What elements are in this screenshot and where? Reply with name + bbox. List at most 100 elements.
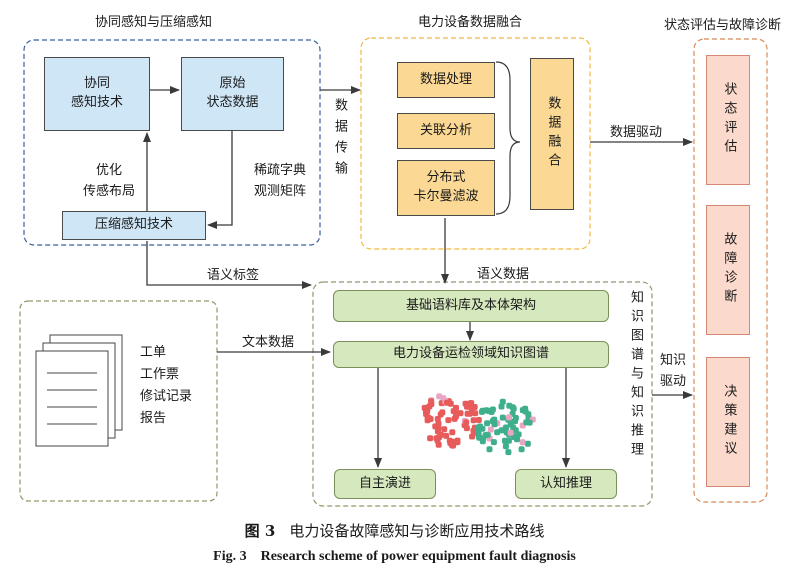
arrow-semantic-tag bbox=[146, 241, 312, 289]
graph-node bbox=[463, 419, 470, 426]
graph-node bbox=[518, 446, 525, 453]
graph-node bbox=[434, 416, 441, 422]
decision-advice-box: 决策建议 bbox=[706, 357, 750, 487]
sensing-group-title: 协同感知与压缩感知 bbox=[95, 15, 213, 30]
graph-node bbox=[507, 421, 514, 428]
data-driven-label: 数据驱动 bbox=[610, 125, 663, 140]
graph-node bbox=[498, 427, 505, 434]
graph-node bbox=[449, 438, 456, 445]
graph-node bbox=[471, 404, 478, 410]
graph-node bbox=[491, 421, 498, 428]
graph-node bbox=[524, 440, 531, 447]
document-item: 报告 bbox=[140, 411, 167, 426]
graph-node bbox=[437, 431, 444, 438]
collab-sensing-box: 协同 感知技术 bbox=[44, 57, 150, 131]
figure-number-en: Fig. 3 bbox=[213, 549, 247, 564]
document-item: 工作票 bbox=[140, 367, 180, 382]
knowledge-driven-label: 知识 驱动 bbox=[660, 353, 687, 389]
document-item: 工单 bbox=[140, 345, 167, 360]
text-data-label: 文本数据 bbox=[242, 335, 295, 350]
graph-node bbox=[449, 429, 456, 436]
data-processing-box: 数据处理 bbox=[397, 62, 495, 98]
graph-node bbox=[469, 433, 476, 440]
graph-node bbox=[435, 441, 442, 448]
sparse-matrix-label: 稀疏字典 观测矩阵 bbox=[253, 163, 306, 199]
knowledge-graph-network-image bbox=[421, 393, 536, 456]
graph-node bbox=[424, 414, 431, 421]
graph-node bbox=[491, 416, 498, 423]
figure-caption-cn: 图 3 电力设备故障感知与诊断应用技术路线 bbox=[0, 520, 789, 541]
knowledge-graph-box: 电力设备运检领域知识图谱 bbox=[333, 341, 609, 368]
corpus-ontology-box: 基础语料库及本体架构 bbox=[333, 290, 609, 322]
graph-node bbox=[454, 439, 461, 445]
graph-node bbox=[426, 403, 433, 410]
graph-node bbox=[503, 424, 509, 431]
graph-node bbox=[424, 408, 431, 415]
graph-node bbox=[498, 403, 505, 410]
graph-node bbox=[451, 415, 458, 422]
graph-node bbox=[519, 439, 526, 446]
fault-diagnosis-box: 故障诊断 bbox=[706, 205, 750, 335]
cognitive-reasoning-box: 认知推理 bbox=[515, 469, 617, 499]
graph-node bbox=[470, 417, 477, 424]
graph-node bbox=[505, 449, 512, 456]
documents-group-frame bbox=[19, 300, 218, 502]
graph-node bbox=[477, 423, 483, 430]
graph-node bbox=[522, 405, 529, 412]
autonomous-evolution-box: 自主演进 bbox=[334, 469, 436, 499]
graph-node bbox=[479, 438, 486, 445]
graph-node bbox=[466, 410, 473, 417]
figure-number-cn: 图 3 bbox=[244, 522, 276, 540]
graph-node bbox=[484, 420, 491, 427]
semantic-data-label: 语义数据 bbox=[477, 267, 530, 282]
optimize-layout-label: 优化 传感布局 bbox=[82, 163, 135, 199]
fusion-group-title: 电力设备数据融合 bbox=[418, 15, 523, 30]
compressed-sensing-box: 压缩感知技术 bbox=[62, 211, 206, 240]
sensing-group-frame bbox=[23, 39, 321, 246]
graph-node bbox=[437, 411, 444, 418]
graph-node bbox=[445, 417, 452, 424]
graph-node bbox=[526, 419, 533, 426]
state-group-title: 状态评估与故障诊断 bbox=[664, 18, 782, 33]
graph-node bbox=[475, 429, 482, 436]
correlation-analysis-box: 关联分析 bbox=[397, 113, 495, 149]
graph-node bbox=[472, 410, 479, 417]
graph-node bbox=[489, 406, 496, 413]
graph-node bbox=[490, 439, 497, 446]
arrow-raw-to-compress bbox=[207, 131, 233, 229]
graph-node bbox=[427, 435, 434, 442]
graph-node bbox=[443, 432, 450, 439]
state-assessment-box: 状态评估 bbox=[706, 55, 750, 185]
knowledge-group-frame bbox=[312, 281, 653, 507]
graph-node bbox=[499, 414, 506, 421]
graph-node bbox=[499, 398, 506, 405]
graph-node bbox=[479, 407, 486, 414]
graph-node bbox=[464, 403, 470, 410]
raw-state-data-box: 原始 状态数据 bbox=[181, 57, 284, 131]
semantic-tag-label: 语义标签 bbox=[207, 268, 260, 283]
kalman-filter-box: 分布式 卡尔曼滤波 bbox=[397, 160, 495, 216]
graph-node bbox=[486, 446, 493, 453]
figure-title-cn: 电力设备故障感知与诊断应用技术路线 bbox=[289, 522, 545, 540]
graph-node bbox=[435, 420, 442, 427]
graph-node bbox=[436, 393, 443, 400]
data-transfer-label: 数据传输 bbox=[332, 98, 347, 182]
graph-node bbox=[506, 402, 513, 409]
graph-node bbox=[501, 437, 508, 444]
fusion-bracket bbox=[495, 61, 521, 215]
figure-caption-en: Fig. 3 Research scheme of power equipment… bbox=[0, 549, 789, 565]
graph-node bbox=[525, 411, 532, 418]
fusion-group-frame bbox=[360, 37, 591, 250]
graph-node bbox=[463, 425, 470, 432]
figure-title-en: Research scheme of power equipment fault… bbox=[260, 549, 576, 564]
graph-node bbox=[484, 431, 491, 438]
graph-node bbox=[441, 426, 448, 433]
graph-node bbox=[487, 426, 494, 433]
state-group-frame bbox=[693, 38, 768, 503]
data-fusion-box: 数据融合 bbox=[530, 58, 574, 210]
document-item: 修试记录 bbox=[140, 389, 193, 404]
graph-node bbox=[507, 429, 514, 436]
graph-node bbox=[457, 410, 464, 417]
graph-node bbox=[447, 400, 454, 407]
